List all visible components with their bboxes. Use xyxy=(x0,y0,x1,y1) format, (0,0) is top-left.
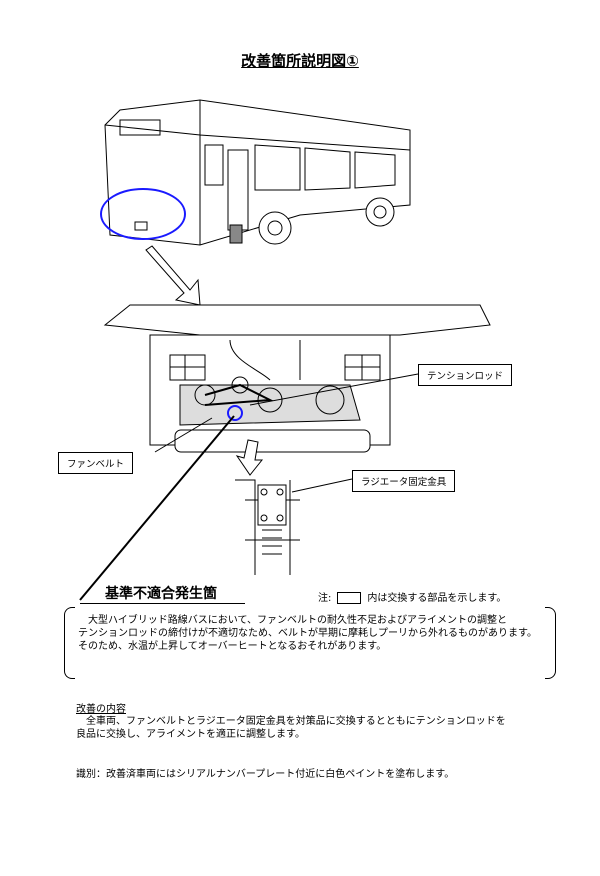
description-line: 大型ハイブリッド路線バスにおいて、ファンベルトの耐久性不足およびアライメントの調… xyxy=(78,615,507,626)
improvement-line: 良品に交換し、アライメントを適正に調整します。 xyxy=(76,729,305,740)
improvement-line: 全車両、ファンベルトとラジエータ固定金具を対策品に交換するとともにテンションロッ… xyxy=(76,716,506,727)
legend-note: 注: 内は交換する部品を示します。 xyxy=(318,589,506,604)
highlight-fan-belt-circle xyxy=(227,405,243,421)
engine-bay-view xyxy=(103,304,491,453)
bracket-left xyxy=(64,607,75,679)
bracket-right xyxy=(545,607,556,679)
nonconformity-heading: 基準不適合発生箇 xyxy=(105,586,217,602)
leader-line-heading xyxy=(79,415,235,601)
label-fan-belt: ファンベルト xyxy=(58,452,134,474)
defect-description: 大型ハイブリッド路線バスにおいて、ファンベルトの耐久性不足およびアライメントの調… xyxy=(78,614,537,653)
note-suffix: 内は交換する部品を示します。 xyxy=(367,593,507,604)
leader-line-radiator xyxy=(291,478,353,493)
page-title: 改善箇所説明図① xyxy=(241,52,359,70)
leader-line-tension-rod xyxy=(249,373,419,406)
improvement-text: 全車両、ファンベルトとラジエータ固定金具を対策品に交換するとともにテンションロッ… xyxy=(76,715,506,741)
label-radiator-bracket: ラジエータ固定金具 xyxy=(352,470,456,492)
legend-box xyxy=(337,592,362,604)
radiator-bracket-inset xyxy=(235,479,300,575)
improvement-heading: 改善の内容 xyxy=(76,704,126,715)
label-tension-rod: テンションロッド xyxy=(418,364,513,386)
description-line: そのため、水温が上昇してオーバーヒートとなるおそれがあります。 xyxy=(78,641,387,652)
heading-underline xyxy=(80,603,245,604)
highlight-rear-ellipse xyxy=(100,188,186,240)
zoom-arrow-1 xyxy=(145,245,201,306)
note-prefix: 注: xyxy=(318,593,332,604)
leader-line-fan-belt xyxy=(154,417,213,453)
identification-text: 識別：改善済車両にはシリアルナンバープレート付近に白色ペイントを塗布します。 xyxy=(76,769,455,780)
bus-rear-view xyxy=(104,99,411,246)
description-line: テンションロッドの締付けが不適切なため、ベルトが早期に摩耗しプーリから外れるもの… xyxy=(78,628,537,639)
zoom-arrow-2 xyxy=(235,439,264,476)
